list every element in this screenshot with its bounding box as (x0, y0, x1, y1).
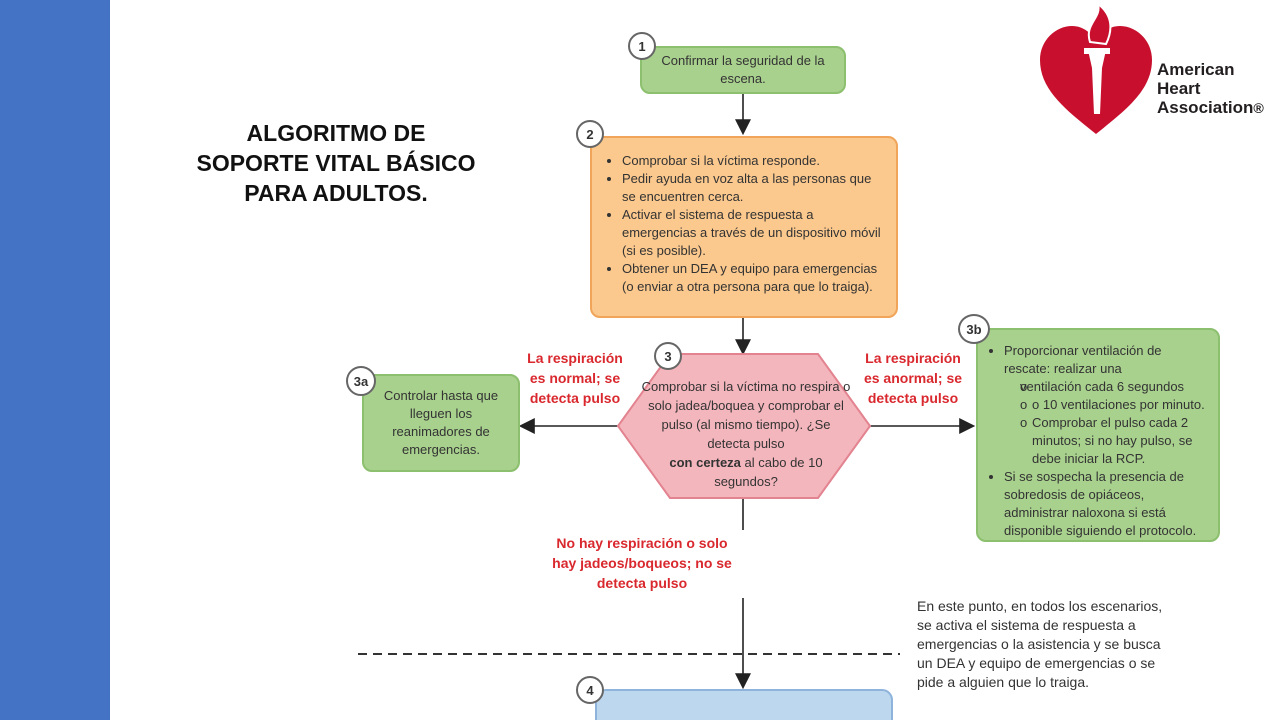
step-3b-item-2: Si se sospecha la presencia de sobredosi… (1004, 468, 1208, 540)
scenario-note: En este punto, en todos los escenarios, … (917, 598, 1163, 690)
step-3-text-before: Comprobar si la víctima no respira o sol… (641, 379, 851, 451)
step-4-box (595, 689, 893, 720)
logo-line-1: American (1157, 60, 1235, 79)
logo-line-3: Association® (1157, 98, 1264, 119)
logo-wordmark: American Heart Association® (1157, 60, 1264, 119)
step-3a-badge: 3a (346, 366, 376, 396)
step-2-item: Comprobar si la víctima responde. (622, 152, 884, 170)
step-2-list: Comprobar si la víctima responde. Pedir … (606, 152, 884, 296)
left-sidebar-bar (0, 0, 110, 720)
step-3-text: Comprobar si la víctima no respira o sol… (640, 368, 852, 500)
step-3b-sub-3: Comprobar el pulso cada 2 minutos; si no… (1020, 414, 1208, 468)
page-title: ALGORITMO DE SOPORTE VITAL BÁSICO PARA A… (196, 120, 476, 206)
step-1-badge: 1 (628, 32, 656, 60)
step-3a-text: Controlar hasta que lleguen los reanimad… (383, 388, 499, 457)
step-3b-badge: 3b (958, 314, 990, 344)
logo-line-2: Heart (1157, 79, 1201, 98)
step-2-item: Pedir ayuda en voz alta a las personas q… (622, 170, 884, 206)
step-3b-list: Proporcionar ventilación de rescate: rea… (988, 342, 1208, 540)
step-3a-box: Controlar hasta que lleguen los reanimad… (362, 374, 520, 472)
step-3b-item: Proporcionar ventilación de rescate: rea… (1004, 342, 1208, 468)
step-4-badge: 4 (576, 676, 604, 704)
label-no-breathing: No hay respiración o solo hay jadeos/boq… (552, 535, 732, 591)
step-3-text-bold: con certeza (669, 455, 741, 470)
label-normal-breathing: La respiración es normal; se detecta pul… (527, 350, 623, 406)
registered-mark: ® (1253, 101, 1264, 117)
step-3b-box: Proporcionar ventilación de rescate: rea… (976, 328, 1220, 542)
step-3-badge: 3 (654, 342, 682, 370)
step-1-box: Confirmar la seguridad de la escena. (640, 46, 846, 94)
aha-logo: American Heart Association® (1036, 1, 1266, 142)
step-2-item: Activar el sistema de respuesta a emerge… (622, 206, 884, 260)
step-3b-item-1: Proporcionar ventilación de rescate: rea… (1004, 343, 1162, 376)
step-3b-sub-1: ventilación cada 6 segundos (1020, 378, 1208, 396)
label-abnormal-breathing: La respiración es anormal; se detecta pu… (863, 350, 963, 406)
logo-line-3-text: Association (1157, 98, 1254, 117)
heart-torch-icon (1040, 1, 1152, 134)
step-2-box: Comprobar si la víctima responde. Pedir … (590, 136, 898, 318)
step-3-text-end: con certeza al cabo de 10 segundos? (640, 453, 852, 491)
step-2-item: Obtener un DEA y equipo para emergencias… (622, 260, 884, 296)
step-3-text-after: al cabo de 10 segundos? (714, 455, 823, 489)
step-1-text: Confirmar la seguridad de la escena. (661, 53, 825, 86)
step-3b-sublist: ventilación cada 6 segundos o 10 ventila… (1004, 378, 1208, 468)
step-3b-sub-2: o 10 ventilaciones por minuto. (1020, 396, 1208, 414)
step-2-badge: 2 (576, 120, 604, 148)
